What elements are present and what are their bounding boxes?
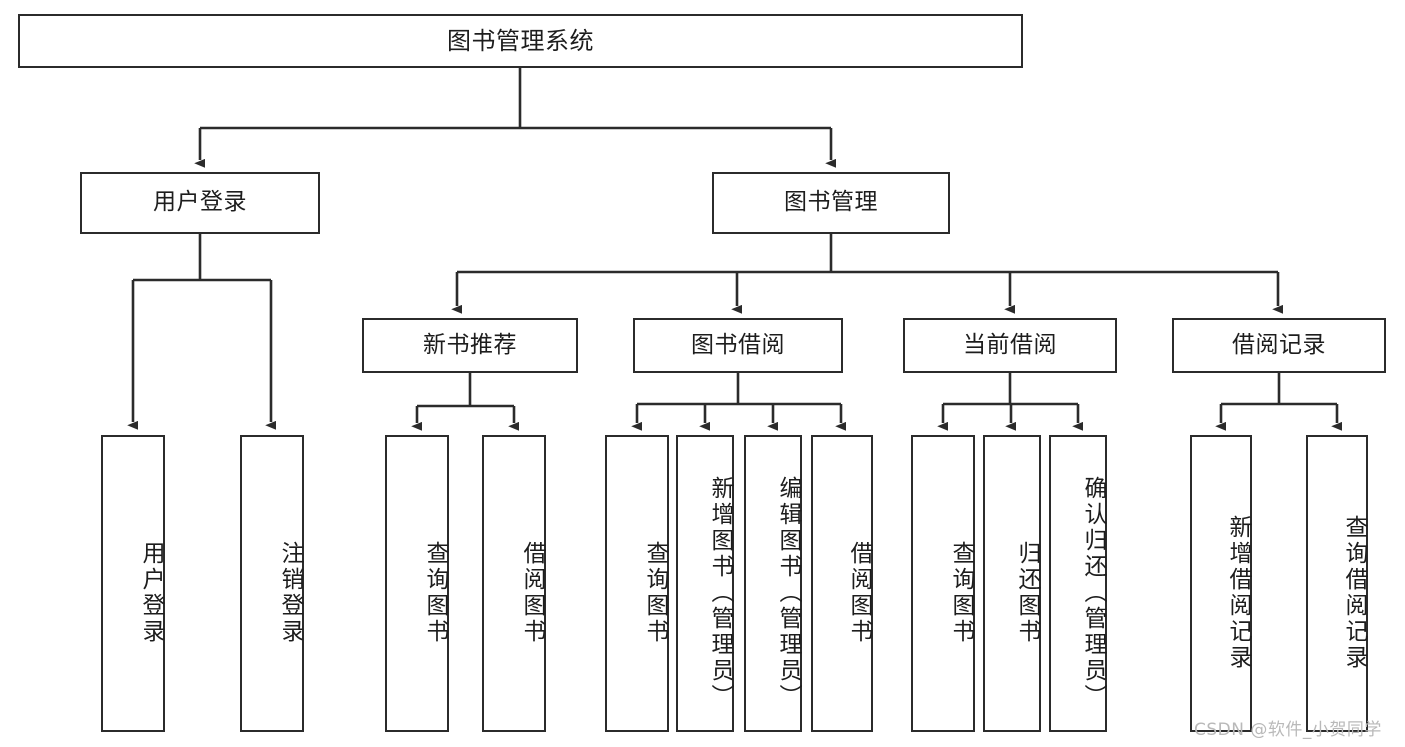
leaf-borrow-book-recommend[interactable]: 借阅图书 xyxy=(482,435,546,732)
leaf-user-login[interactable]: 用户登录 xyxy=(101,435,165,732)
node-new-book-recommend[interactable]: 新书推荐 xyxy=(362,318,578,373)
node-book-management-label: 图书管理 xyxy=(784,189,878,216)
leaf-user-login-label: 用户登录 xyxy=(138,540,164,645)
leaf-query-book-recommend-label: 查询图书 xyxy=(422,540,448,645)
node-current-borrow[interactable]: 当前借阅 xyxy=(903,318,1117,373)
leaf-query-book-borrow-label: 查询图书 xyxy=(642,540,668,645)
leaf-user-logout[interactable]: 注销登录 xyxy=(240,435,304,732)
node-user-login[interactable]: 用户登录 xyxy=(80,172,320,234)
node-root-label: 图书管理系统 xyxy=(447,26,594,55)
leaf-query-book-current[interactable]: 查询图书 xyxy=(911,435,975,732)
node-borrow-records-label: 借阅记录 xyxy=(1232,331,1326,358)
leaf-lend-book-label: 借阅图书 xyxy=(846,540,872,645)
leaf-confirm-return-admin-label: 确认归还（管理员） xyxy=(1080,475,1106,710)
leaf-add-borrow-record[interactable]: 新增借阅记录 xyxy=(1190,435,1252,732)
leaf-user-logout-label: 注销登录 xyxy=(277,540,303,645)
leaf-query-book-recommend[interactable]: 查询图书 xyxy=(385,435,449,732)
leaf-return-book-label: 归还图书 xyxy=(1014,540,1040,645)
leaf-edit-book-admin[interactable]: 编辑图书（管理员） xyxy=(744,435,802,732)
node-book-borrow-label: 图书借阅 xyxy=(691,331,785,358)
leaf-add-book-admin[interactable]: 新增图书（管理员） xyxy=(676,435,734,732)
leaf-borrow-book-recommend-label: 借阅图书 xyxy=(519,540,545,645)
node-new-book-recommend-label: 新书推荐 xyxy=(423,331,517,358)
leaf-add-borrow-record-label: 新增借阅记录 xyxy=(1225,514,1251,671)
node-borrow-records[interactable]: 借阅记录 xyxy=(1172,318,1386,373)
node-user-login-label: 用户登录 xyxy=(153,189,247,216)
leaf-query-book-current-label: 查询图书 xyxy=(948,540,974,645)
node-current-borrow-label: 当前借阅 xyxy=(963,331,1057,358)
leaf-return-book[interactable]: 归还图书 xyxy=(983,435,1041,732)
leaf-query-book-borrow[interactable]: 查询图书 xyxy=(605,435,669,732)
node-root[interactable]: 图书管理系统 xyxy=(18,14,1023,68)
leaf-add-book-admin-label: 新增图书（管理员） xyxy=(707,475,733,710)
leaf-query-borrow-record[interactable]: 查询借阅记录 xyxy=(1306,435,1368,732)
leaf-query-borrow-record-label: 查询借阅记录 xyxy=(1341,514,1367,671)
leaf-confirm-return-admin[interactable]: 确认归还（管理员） xyxy=(1049,435,1107,732)
leaf-lend-book[interactable]: 借阅图书 xyxy=(811,435,873,732)
csdn-watermark: CSDN @软件_小贺同学 xyxy=(1194,720,1382,740)
node-book-management[interactable]: 图书管理 xyxy=(712,172,950,234)
node-book-borrow[interactable]: 图书借阅 xyxy=(633,318,843,373)
leaf-edit-book-admin-label: 编辑图书（管理员） xyxy=(775,475,801,710)
